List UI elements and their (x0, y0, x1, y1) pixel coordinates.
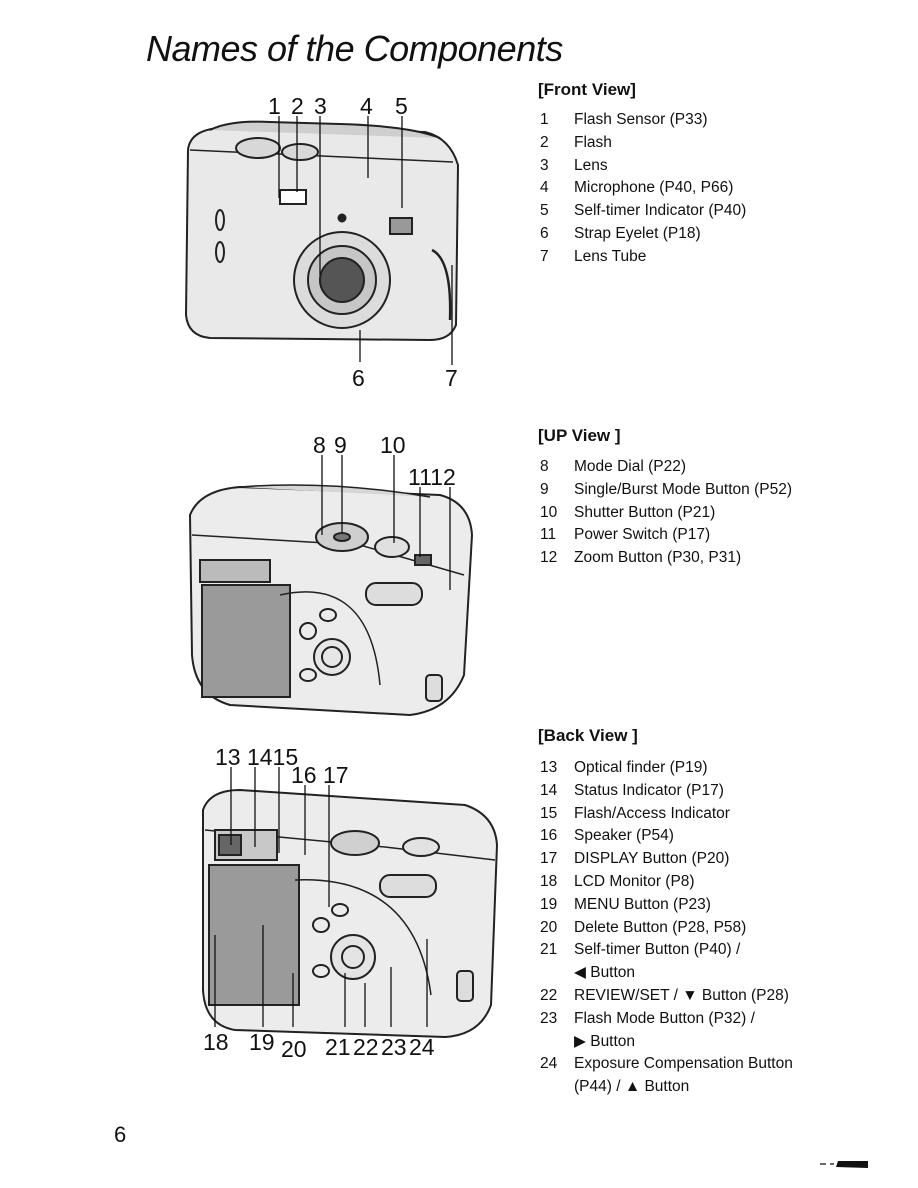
corner-mark (820, 1161, 868, 1168)
up-view-heading: [UP View ] (538, 426, 621, 445)
callout-10: 10 (380, 432, 406, 458)
callout-8: 8 (313, 432, 326, 458)
front-camera-illustration (184, 120, 460, 342)
callout-20: 20 (281, 1036, 307, 1062)
page-number: 6 (114, 1122, 127, 1147)
front-leader-lines (278, 116, 453, 365)
page-title: Names of the Components (146, 28, 563, 69)
callout-5: 5 (395, 93, 408, 119)
callout-21: 21 (325, 1034, 351, 1060)
callout-13-14-15: 13 1415 (215, 744, 298, 770)
callout-6: 6 (352, 365, 365, 390)
callout-9: 9 (334, 432, 347, 458)
back-leader-lines (214, 767, 428, 1027)
front-view-figure: 1 2 3 4 5 6 7 (184, 93, 460, 390)
callout-23: 23 (381, 1034, 407, 1060)
callout-18: 18 (203, 1029, 229, 1055)
callout-11-12: 1112 (408, 464, 456, 490)
back-view-heading: [Back View ] (538, 726, 638, 745)
up-view-figure: 8 9 10 1112 (188, 432, 474, 717)
callout-2: 2 (291, 93, 304, 119)
up-camera-illustration (188, 484, 474, 717)
callout-7: 7 (445, 365, 458, 390)
up-leader-lines (321, 455, 451, 590)
back-view-figure: 13 1415 16 17 18 19 20 21 22 23 24 (202, 744, 499, 1062)
back-camera-illustration (202, 788, 499, 1039)
callout-3: 3 (314, 93, 327, 119)
callout-24: 24 (409, 1034, 435, 1060)
front-view-heading: [Front View] (538, 80, 636, 99)
callout-4: 4 (360, 93, 373, 119)
callout-19: 19 (249, 1029, 275, 1055)
callout-1: 1 (268, 93, 281, 119)
callout-22: 22 (353, 1034, 379, 1060)
callout-16-17: 16 17 (291, 762, 349, 788)
